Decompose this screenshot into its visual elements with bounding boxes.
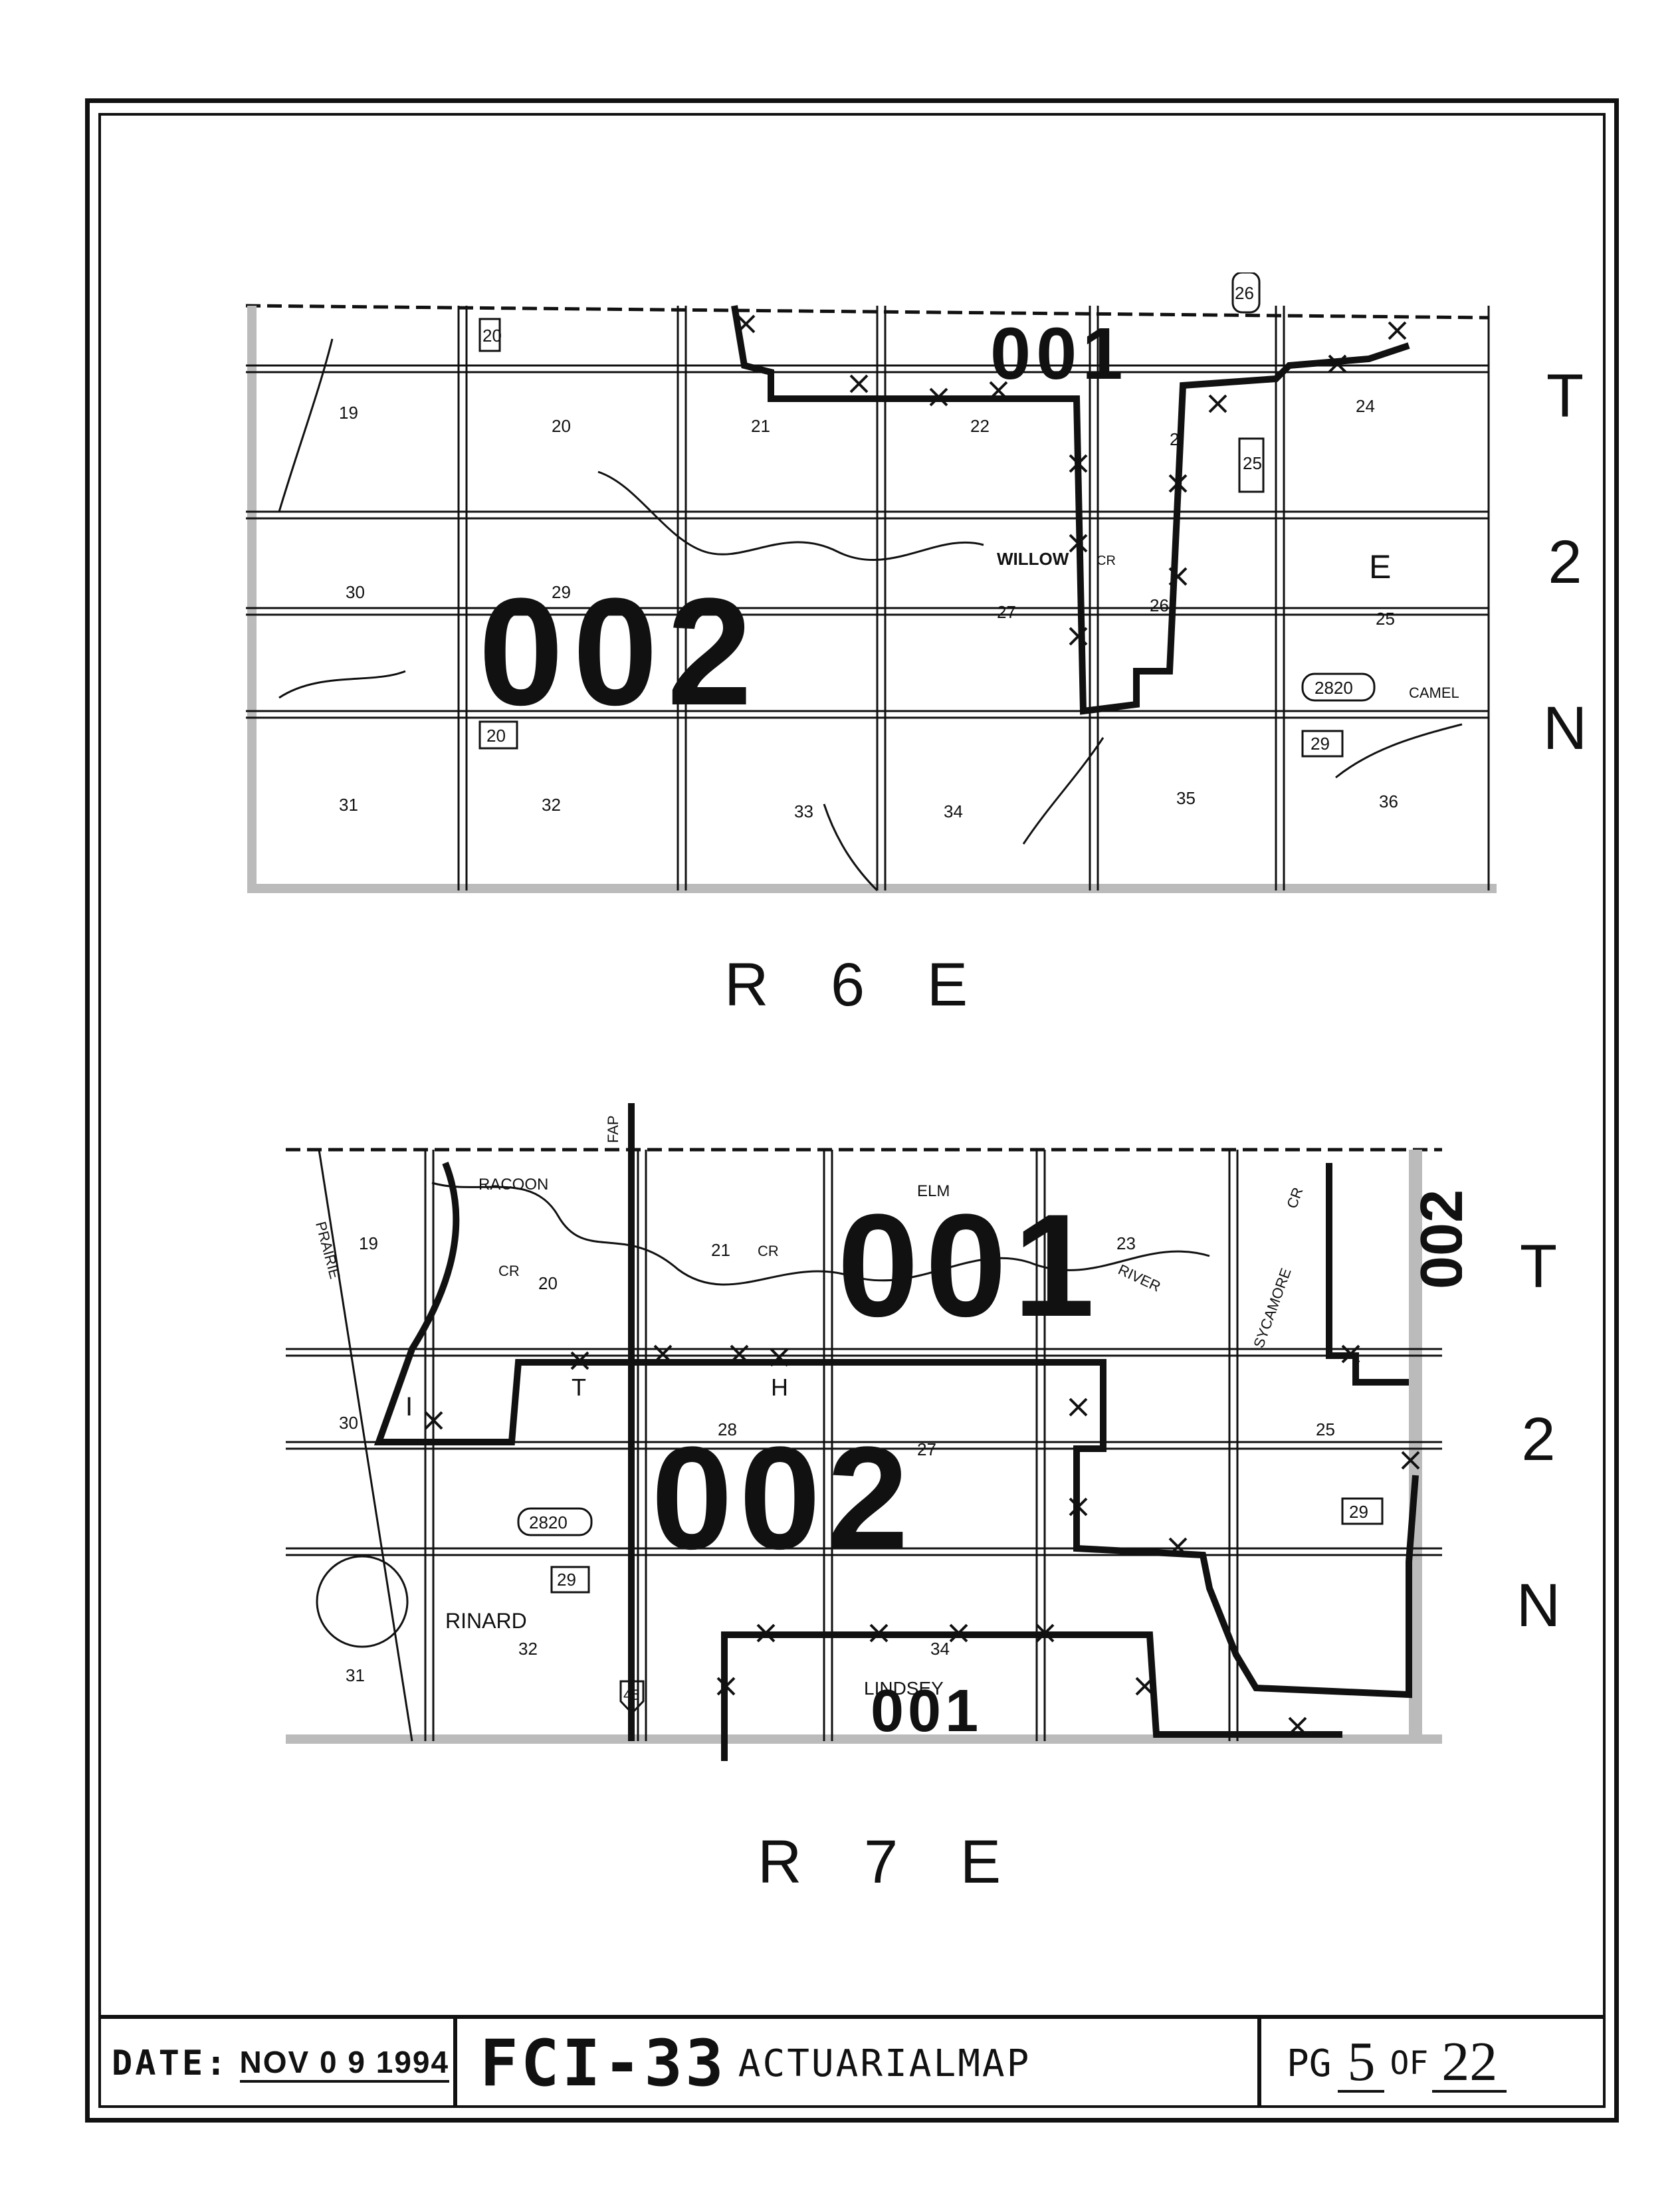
section-number: 31 <box>339 795 358 815</box>
title-block: DATE: NOV 0 9 1994 FCI-33 ACTUARIALMAP P… <box>98 2015 1606 2108</box>
place-racoon: RACOON <box>478 1176 548 1194</box>
shield-20-a: 20 <box>482 326 502 346</box>
range-label-r6e: R 6 E <box>724 951 991 1019</box>
section-number: 19 <box>339 403 358 423</box>
place-rinard: RINARD <box>445 1609 527 1633</box>
section-number: 22 <box>970 416 990 436</box>
page-of-label: OF <box>1390 2045 1429 2082</box>
date-label: DATE: <box>112 2043 229 2083</box>
map-r7e: 2820 29 29 45 FAP RACOON CR PRAIRIE ELM … <box>279 1096 1462 1761</box>
township-letter-t: T <box>1519 1233 1558 1301</box>
shield-25: 25 <box>1243 453 1262 473</box>
form-cell: FCI-33 ACTUARIALMAP <box>453 2019 1257 2108</box>
section-number: 26 <box>1150 595 1169 615</box>
township-number: 2 <box>1521 1406 1556 1473</box>
township-number: 2 <box>1548 528 1582 596</box>
section-number: 32 <box>518 1639 538 1659</box>
outer-frame <box>85 98 1619 2123</box>
highway-label-fap: FAP <box>605 1115 621 1143</box>
section-number: 20 <box>538 1273 558 1293</box>
section-number: 27 <box>917 1439 936 1459</box>
shield-29-b: 29 <box>1349 1502 1368 1522</box>
section-number: 24 <box>1356 396 1375 416</box>
letter-h: H <box>771 1374 788 1401</box>
district-label-001-north: 001 <box>837 1184 1101 1347</box>
section-number: 21 <box>751 416 770 436</box>
section-number: 25 <box>1316 1419 1335 1439</box>
section-number: 23 <box>1116 1233 1136 1253</box>
letter-e: E <box>1369 548 1391 585</box>
page-total: 22 <box>1432 2034 1507 2093</box>
range-label-r7e: R 7 E <box>758 1828 1024 1896</box>
shield-20-b: 20 <box>486 726 506 746</box>
section-number: 20 <box>552 416 571 436</box>
section-number: 2 <box>1170 429 1179 449</box>
place-lindsey: LINDSEY <box>864 1678 944 1699</box>
section-number: 32 <box>542 795 561 815</box>
shield-45: 45 <box>623 1687 639 1703</box>
page-number: 5 <box>1338 2034 1385 2093</box>
place-elm: ELM <box>917 1182 950 1200</box>
section-number: 30 <box>339 1413 358 1433</box>
date-value: NOV 0 9 1994 <box>239 2044 450 2083</box>
form-id: FCI-33 <box>480 2026 726 2101</box>
section-number: 27 <box>997 602 1016 622</box>
section-number: 21 <box>711 1240 730 1260</box>
place-prairie: PRAIRIE <box>312 1220 344 1281</box>
inner-frame <box>98 113 1606 2108</box>
county-road-2820: 2820 <box>529 1512 568 1532</box>
township-letter-t: T <box>1546 362 1584 430</box>
place-cr: CR <box>1097 554 1116 568</box>
shield-26: 26 <box>1235 283 1254 303</box>
place-willow: WILLOW <box>997 549 1069 569</box>
place-sycamore: SYCAMORE <box>1250 1266 1295 1350</box>
form-title: ACTUARIALMAP <box>738 2041 1031 2085</box>
section-number: 29 <box>552 582 571 602</box>
section-number: 34 <box>944 801 963 821</box>
section-number: 34 <box>930 1639 950 1659</box>
section-number: 33 <box>794 801 813 821</box>
county-road-2820: 2820 <box>1314 678 1353 698</box>
page-label: PG <box>1287 2041 1332 2085</box>
place-camel: CAMEL <box>1409 684 1459 701</box>
map-r6e: 20 20 25 29 26 2820 WILLOW CR CAMEL E 19… <box>239 272 1502 937</box>
section-number: 19 <box>359 1233 378 1253</box>
letter-i: I <box>405 1392 413 1421</box>
place-cr-3: CR <box>1283 1185 1306 1210</box>
page-cell: PG 5 OF 22 <box>1257 2019 1606 2108</box>
place-cr: CR <box>498 1263 520 1279</box>
place-cr-2: CR <box>758 1243 779 1259</box>
section-number: 30 <box>346 582 365 602</box>
township-letter-n: N <box>1542 694 1588 762</box>
district-label-001: 001 <box>990 313 1128 395</box>
shield-29-a: 29 <box>557 1570 576 1590</box>
date-cell: DATE: NOV 0 9 1994 <box>98 2019 453 2108</box>
district-label-002-east: 002 <box>1409 1190 1462 1289</box>
section-number: 35 <box>1176 788 1196 808</box>
section-number: 36 <box>1379 791 1398 811</box>
township-letter-n: N <box>1516 1572 1561 1639</box>
district-label-002: 002 <box>478 566 762 737</box>
place-river: RIVER <box>1116 1261 1164 1295</box>
shield-29: 29 <box>1311 734 1330 754</box>
section-number: 28 <box>718 1419 737 1439</box>
letter-t: T <box>572 1374 586 1401</box>
district-label-002-south: 002 <box>651 1416 915 1580</box>
section-number: 25 <box>1376 609 1395 629</box>
district-label-001-south: 001 <box>871 1678 982 1744</box>
section-number: 31 <box>346 1665 365 1685</box>
